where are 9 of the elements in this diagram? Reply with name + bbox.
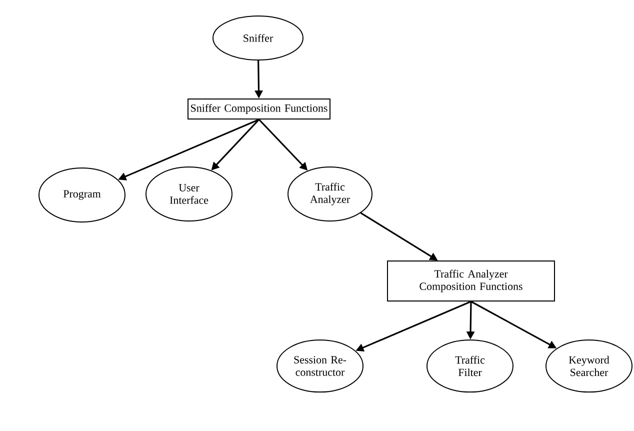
ellipse-node: User Interface (146, 166, 232, 222)
ellipse-node: Traffic Analyzer (288, 166, 372, 222)
process-box: Sniffer Composition Functions (188, 98, 330, 120)
ellipse-node: Traffic Filter (426, 340, 514, 392)
ellipse-node: Keyword Searcher (546, 340, 632, 392)
ellipse-node: Session Re-constructor (276, 340, 364, 392)
ellipse-node: Sniffer (212, 16, 304, 60)
ellipse-node: Program (38, 168, 126, 222)
process-box: Traffic Analyzer Composition Functions (387, 260, 555, 302)
